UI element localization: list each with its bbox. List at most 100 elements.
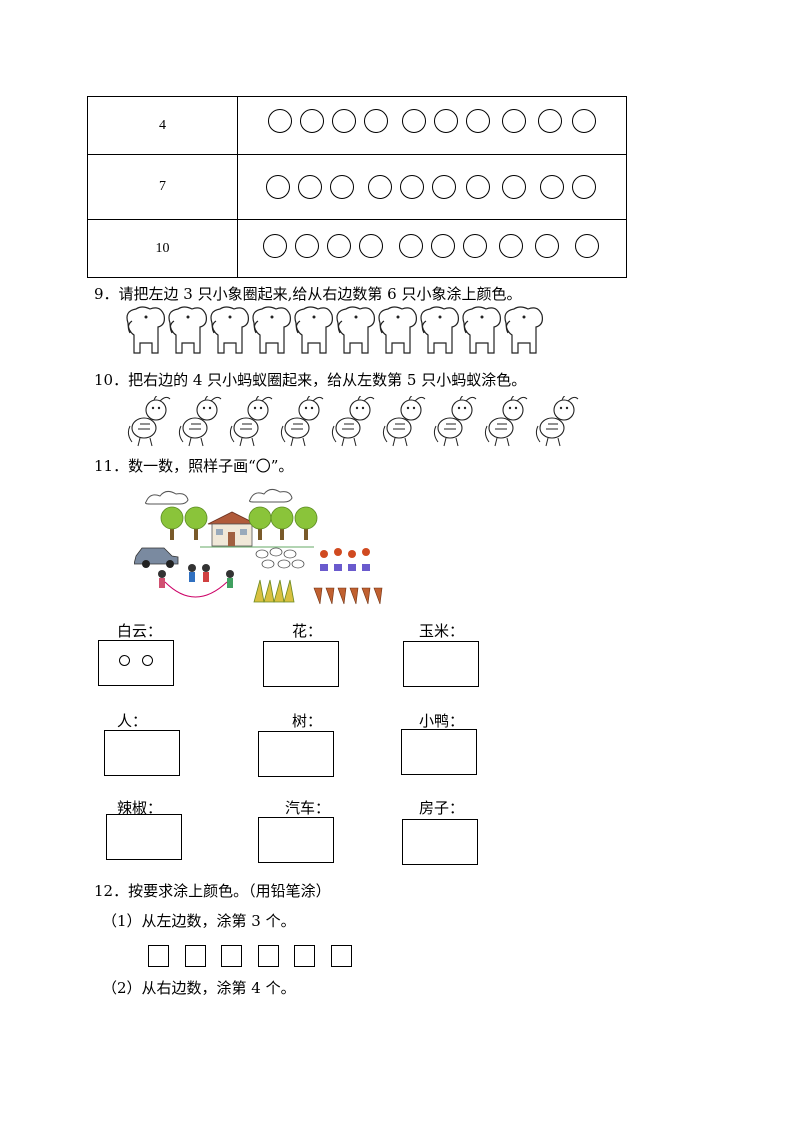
person-icon bbox=[158, 564, 234, 598]
answer-circle[interactable] bbox=[364, 109, 388, 133]
ant-icon[interactable] bbox=[535, 396, 579, 447]
answer-circle[interactable] bbox=[572, 109, 596, 133]
elephant-icon[interactable] bbox=[504, 306, 543, 354]
answer-box-house[interactable] bbox=[402, 819, 478, 865]
answer-circle[interactable] bbox=[502, 109, 526, 133]
answer-circle[interactable] bbox=[300, 109, 324, 133]
answer-circle[interactable] bbox=[266, 175, 290, 199]
color-square[interactable] bbox=[148, 945, 169, 967]
answer-circle[interactable] bbox=[575, 234, 599, 258]
color-square[interactable] bbox=[330, 945, 352, 967]
label-cloud: 白云： bbox=[117, 622, 163, 640]
question-12-part-1: （1）从左边数，涂第 3 个。 bbox=[102, 912, 296, 930]
tree-icon bbox=[294, 506, 318, 540]
question-12: 12．按要求涂上颜色。（用铅笔涂） bbox=[94, 882, 331, 900]
label-house: 房子： bbox=[419, 799, 465, 817]
answer-box-person[interactable] bbox=[104, 730, 180, 776]
answer-circle[interactable] bbox=[434, 109, 458, 133]
answer-circle[interactable] bbox=[368, 175, 392, 199]
answer-circle[interactable] bbox=[298, 175, 322, 199]
elephant-icon[interactable] bbox=[168, 306, 207, 354]
answer-box-cloud[interactable] bbox=[98, 640, 174, 686]
color-square[interactable] bbox=[184, 945, 206, 967]
answer-box-flower[interactable] bbox=[263, 641, 339, 687]
answer-circle[interactable] bbox=[499, 234, 523, 258]
tree-icon bbox=[270, 506, 294, 540]
cloud-icon bbox=[249, 488, 293, 503]
answer-circle[interactable] bbox=[400, 175, 424, 199]
tree-icon bbox=[184, 506, 208, 540]
answer-box-tree[interactable] bbox=[258, 731, 334, 777]
elephant-icon[interactable] bbox=[210, 306, 249, 354]
house-icon bbox=[207, 511, 257, 547]
elephant-icon[interactable] bbox=[294, 306, 333, 354]
example-circle bbox=[119, 655, 130, 666]
label-car: 汽车： bbox=[285, 799, 331, 817]
pepper-icon bbox=[313, 587, 383, 605]
ant-icon[interactable] bbox=[433, 396, 477, 447]
answer-circle[interactable] bbox=[263, 234, 287, 258]
label-duck: 小鸭： bbox=[419, 712, 465, 730]
elephant-icon[interactable] bbox=[378, 306, 417, 354]
label-flower: 花： bbox=[292, 622, 323, 640]
color-square[interactable] bbox=[257, 945, 279, 967]
label-pepper: 辣椒： bbox=[117, 799, 163, 817]
ant-icon[interactable] bbox=[382, 396, 426, 447]
ant-icon[interactable] bbox=[484, 396, 528, 447]
answer-circle[interactable] bbox=[572, 175, 596, 199]
table-row: 4 bbox=[88, 97, 626, 154]
elephants-row bbox=[126, 306, 543, 354]
color-square[interactable] bbox=[294, 945, 315, 967]
ant-icon[interactable] bbox=[178, 396, 222, 447]
count-table: 4 7 10 bbox=[87, 96, 627, 278]
counting-scene-picture bbox=[134, 488, 383, 605]
car-icon bbox=[134, 547, 179, 568]
answer-circle[interactable] bbox=[295, 234, 319, 258]
ants-row bbox=[127, 396, 579, 447]
elephant-icon[interactable] bbox=[462, 306, 501, 354]
table-row: 10 bbox=[88, 219, 626, 277]
answer-circle[interactable] bbox=[535, 234, 559, 258]
answer-circle[interactable] bbox=[466, 109, 490, 133]
table-row: 7 bbox=[88, 154, 626, 219]
elephant-icon[interactable] bbox=[336, 306, 375, 354]
answer-circle[interactable] bbox=[332, 109, 356, 133]
answer-circle[interactable] bbox=[359, 234, 383, 258]
answer-circle[interactable] bbox=[432, 175, 456, 199]
answer-circle[interactable] bbox=[330, 175, 354, 199]
question-10: 10．把右边的 4 只小蚂蚁圈起来，给从左数第 5 只小蚂蚁涂色。 bbox=[94, 371, 527, 389]
answer-box-pepper[interactable] bbox=[106, 814, 182, 860]
row-number: 7 bbox=[88, 155, 238, 219]
answer-box-car[interactable] bbox=[258, 817, 334, 863]
label-tree: 树： bbox=[292, 712, 323, 730]
answer-circle[interactable] bbox=[327, 234, 351, 258]
answer-circle[interactable] bbox=[502, 175, 526, 199]
ant-icon[interactable] bbox=[280, 396, 324, 447]
color-square[interactable] bbox=[221, 945, 242, 967]
ant-icon[interactable] bbox=[229, 396, 273, 447]
elephant-icon[interactable] bbox=[252, 306, 291, 354]
answer-box-corn[interactable] bbox=[403, 641, 479, 687]
label-corn: 玉米： bbox=[419, 622, 465, 640]
tree-icon bbox=[160, 506, 184, 540]
answer-circle[interactable] bbox=[399, 234, 423, 258]
ant-icon[interactable] bbox=[127, 396, 171, 447]
row-number: 10 bbox=[88, 220, 238, 277]
answer-circle[interactable] bbox=[463, 234, 487, 258]
answer-circle[interactable] bbox=[540, 175, 564, 199]
answer-circle[interactable] bbox=[402, 109, 426, 133]
question-12-part-2: （2）从右边数，涂第 4 个。 bbox=[102, 979, 296, 997]
answer-circle[interactable] bbox=[268, 109, 292, 133]
answer-circle[interactable] bbox=[538, 109, 562, 133]
example-circle bbox=[142, 655, 153, 666]
duck-icon bbox=[255, 547, 305, 569]
ant-icon[interactable] bbox=[331, 396, 375, 447]
answer-circle[interactable] bbox=[466, 175, 490, 199]
elephant-icon[interactable] bbox=[126, 306, 165, 354]
question-9: 9．请把左边 3 只小象圈起来,给从右边数第 6 只小象涂上颜色。 bbox=[94, 285, 522, 303]
elephant-icon[interactable] bbox=[420, 306, 459, 354]
answer-circle[interactable] bbox=[431, 234, 455, 258]
question-11: 11．数一数，照样子画“〇”。 bbox=[94, 457, 294, 475]
answer-box-duck[interactable] bbox=[401, 729, 477, 775]
cloud-icon bbox=[145, 490, 189, 505]
